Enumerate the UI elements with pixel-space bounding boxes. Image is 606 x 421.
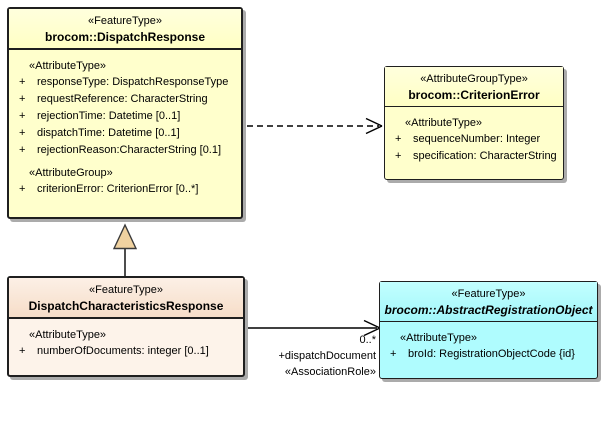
visibility-plus: + [395, 150, 402, 162]
class-box-dispatch-characteristics-response[interactable]: «FeatureType» DispatchCharacteristicsRes… [7, 276, 245, 377]
class-header: «AttributeGroupType» brocom::CriterionEr… [385, 67, 563, 106]
visibility-plus: + [19, 93, 26, 105]
attribute-text: requestReference: CharacterString [37, 93, 208, 105]
attribute-compartment: «AttributeType» + broId: RegistrationObj… [380, 321, 597, 365]
class-header: «FeatureType» brocom::AbstractRegistrati… [380, 282, 597, 321]
attribute-text: responseType: DispatchResponseType [37, 76, 229, 88]
class-name: DispatchCharacteristicsResponse [28, 299, 224, 313]
association-connector[interactable] [247, 319, 381, 337]
association-target-labels: 0..* +dispatchDocument «AssociationRole» [278, 332, 376, 380]
attribute-row: + sequenceNumber: Integer [387, 131, 561, 148]
attribute-text: specification: CharacterString [413, 150, 557, 162]
dependency-connector[interactable] [247, 117, 383, 135]
class-stereotype: «FeatureType» [89, 284, 163, 296]
visibility-plus: + [19, 345, 26, 357]
visibility-plus: + [19, 127, 26, 139]
class-box-criterion-error[interactable]: «AttributeGroupType» brocom::CriterionEr… [384, 66, 564, 180]
visibility-plus: + [390, 348, 397, 360]
class-box-dispatch-response[interactable]: «FeatureType» brocom::DispatchResponse «… [7, 7, 243, 219]
attribute-row: + broId: RegistrationObjectCode {id} [382, 346, 595, 363]
visibility-plus: + [395, 133, 402, 145]
class-header: «FeatureType» brocom::DispatchResponse [9, 9, 241, 48]
attribute-row: + rejectionTime: Datetime [0..1] [11, 108, 239, 125]
visibility-plus: + [19, 76, 26, 88]
attribute-section-header: «AttributeType» [405, 117, 483, 129]
attribute-text: rejectionReason:CharacterString [0.1] [37, 144, 222, 156]
visibility-plus: + [19, 144, 26, 156]
attribute-compartment: «AttributeType» + responseType: Dispatch… [9, 48, 241, 200]
class-box-abstract-registration-object[interactable]: «FeatureType» brocom::AbstractRegistrati… [379, 281, 598, 379]
association-stereotype: «AssociationRole» [284, 366, 376, 378]
attribute-section-header: «AttributeType» [29, 329, 107, 341]
attribute-row: + dispatchTime: Datetime [0..1] [11, 125, 239, 142]
class-stereotype: «FeatureType» [88, 15, 162, 27]
attribute-text: dispatchTime: Datetime [0..1] [37, 127, 180, 139]
attribute-row: + numberOfDocuments: integer [0..1] [11, 343, 241, 360]
class-stereotype: «AttributeGroupType» [420, 73, 528, 85]
class-stereotype: «FeatureType» [451, 288, 526, 300]
attribute-row: + rejectionReason:CharacterString [0.1] [11, 142, 239, 159]
association-multiplicity: 0..* [359, 334, 376, 346]
visibility-plus: + [19, 110, 26, 122]
attribute-row: + requestReference: CharacterString [11, 91, 239, 108]
class-name: brocom::DispatchResponse [44, 30, 206, 44]
attribute-text: sequenceNumber: Integer [413, 133, 541, 145]
attribute-text: rejectionTime: Datetime [0..1] [37, 110, 181, 122]
association-role-name: +dispatchDocument [278, 350, 376, 362]
attribute-section-header: «AttributeType» [400, 332, 478, 344]
class-header: «FeatureType» DispatchCharacteristicsRes… [9, 278, 243, 317]
generalization-connector[interactable] [112, 223, 138, 276]
attribute-text: criterionError: CriterionError [0..*] [37, 183, 199, 195]
attribute-row: + specification: CharacterString [387, 148, 561, 165]
visibility-plus: + [19, 183, 26, 195]
attribute-compartment: «AttributeType» + numberOfDocuments: int… [9, 317, 243, 362]
attribute-section-header: «AttributeGroup» [29, 167, 113, 179]
attribute-text: broId: RegistrationObjectCode {id} [408, 348, 575, 360]
class-name: brocom::AbstractRegistrationObject [384, 303, 593, 317]
attribute-compartment: «AttributeType» + sequenceNumber: Intege… [385, 106, 563, 167]
attribute-row: + responseType: DispatchResponseType [11, 74, 239, 91]
attribute-section-header: «AttributeType» [29, 60, 107, 72]
attribute-row: + criterionError: CriterionError [0..*] [11, 181, 239, 198]
attribute-text: numberOfDocuments: integer [0..1] [37, 345, 209, 357]
class-name: brocom::CriterionError [408, 88, 540, 102]
